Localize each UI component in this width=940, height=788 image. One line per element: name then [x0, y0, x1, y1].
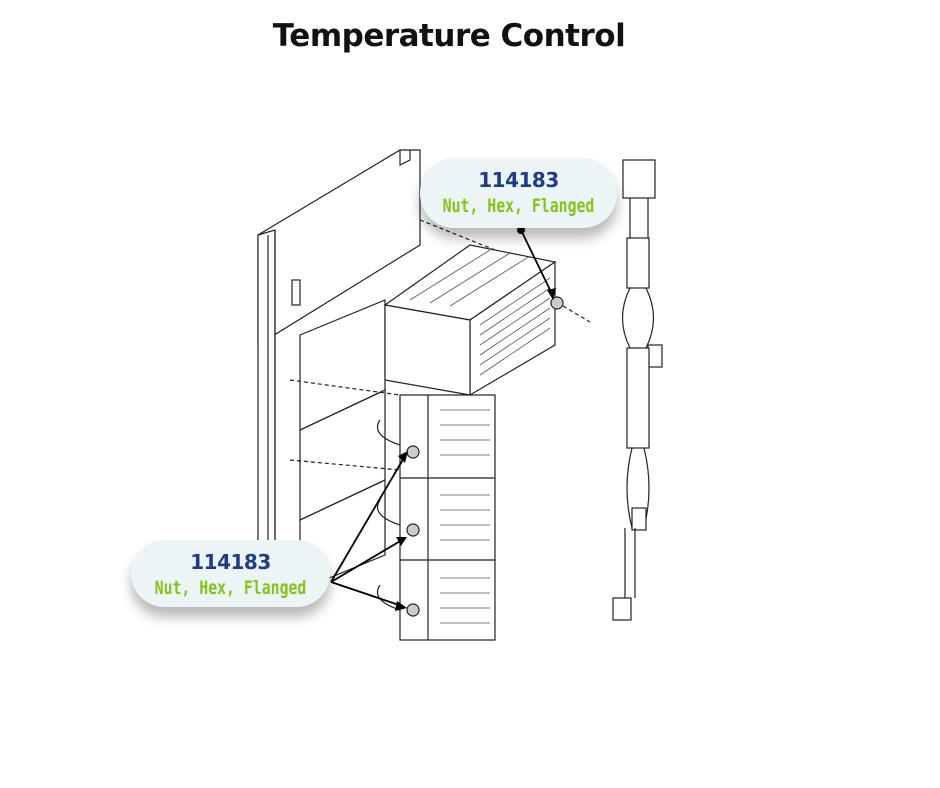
callout-leaders	[330, 226, 556, 611]
flanged-nut	[406, 523, 420, 537]
wire-harness	[612, 159, 663, 621]
part-description: Nut, Hex, Flanged	[442, 195, 595, 217]
flanged-nut	[406, 445, 420, 459]
flanged-nut	[406, 603, 420, 617]
heater-stack	[376, 244, 591, 641]
part-number: 114183	[478, 168, 559, 192]
part-number: 114183	[190, 550, 271, 574]
callout-top: 114183 Nut, Hex, Flanged	[420, 158, 617, 228]
flanged-nut	[550, 296, 564, 310]
page-title: Temperature Control	[272, 18, 626, 54]
back-panel	[257, 149, 521, 596]
callout-bottom: 114183 Nut, Hex, Flanged	[131, 540, 330, 607]
part-description: Nut, Hex, Flanged	[154, 577, 307, 599]
